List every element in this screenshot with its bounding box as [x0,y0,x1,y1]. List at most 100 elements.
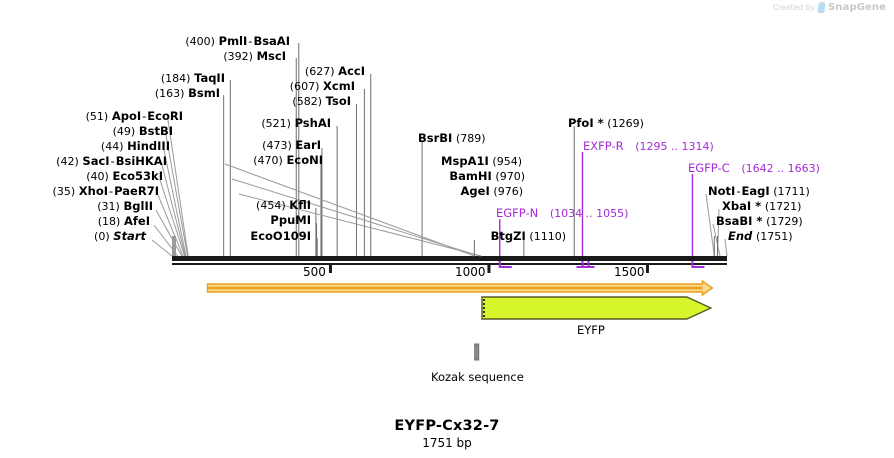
primer-label-exfp-r[interactable]: EXFP-R (1295 .. 1314) [583,140,714,153]
enzyme-name: TsoI [325,94,351,108]
site-label-607[interactable]: (607) XcmI [170,80,355,93]
site-label-970[interactable]: BamHI (970) [360,170,525,183]
site-position: (470) [253,154,283,167]
enzyme-name: BsaAI [253,34,290,48]
enzyme-name: SacI [82,154,110,168]
primer-name: EGFP-N [496,206,539,220]
site-label-49[interactable]: (49) BstBI [0,125,173,138]
snapgene-watermark: Created by SnapGene [773,2,886,13]
site-position: (521) [261,117,291,130]
leader-line-35 [157,194,184,257]
enzyme-name: HindIII [127,139,170,153]
leader-line-42 [161,164,186,257]
site-label-31[interactable]: (31) BglII [0,200,153,213]
ruler-tick-1000 [487,265,491,273]
enzyme-name: TaqII [194,71,225,85]
feature-marker-kozak[interactable] [474,343,480,361]
enzyme-name: Start [113,229,146,243]
site-label-1269[interactable]: PfoI * (1269) [568,117,644,130]
site-label-1711[interactable]: NotI-EagI (1711) [708,184,810,198]
site-label-789[interactable]: BsrBI (789) [418,132,486,145]
primer-range: (1295 .. 1314) [635,140,714,153]
site-position: (954) [492,155,522,168]
primer-bracket-EGFP-N[interactable] [498,261,512,268]
enzyme-name: BsrBI [418,131,453,145]
primer-bracket-EGFP-C[interactable] [691,261,705,268]
feature-label-eyfp[interactable]: EYFP [577,323,605,337]
leader-line-970 [231,178,480,257]
leader-line-0 [151,239,173,257]
enzyme-name: Eco53kI [112,169,163,183]
enzyme-name: EcoRI [147,109,183,123]
enzyme-name: XcmI [323,79,355,93]
enzyme-name: End [728,229,753,243]
site-label-184[interactable]: (184) TaqII [40,72,225,85]
enzyme-name: XhoI [78,184,109,198]
leader-line-1751 [724,238,728,257]
site-label-ecoo109i[interactable]: EcoO109I [140,230,311,242]
site-label-start[interactable]: (0) Start [0,230,146,243]
watermark-created-by-label: Created by [772,3,816,12]
site-label-627[interactable]: (627) AccI [180,65,365,78]
site-position: (454) [256,199,286,212]
site-position: (582) [292,95,322,108]
site-label-end[interactable]: End (1751) [728,230,793,243]
enzyme-name: BsaBI * [716,214,763,228]
site-position: (627) [304,65,335,78]
enzyme-name: NotI [708,184,736,198]
primer-range: (1642 .. 1663) [741,162,820,175]
enzyme-name: BstBI [138,124,173,138]
leader-line-49 [165,134,189,257]
primer-bracket-exfp-r-tail[interactable] [576,261,590,268]
plasmid-length-label: 1751 bp [422,436,472,450]
enzyme-name: MscI [256,49,286,63]
ruler-tick-500 [328,265,332,273]
site-label-954[interactable]: MspA1I (954) [360,155,522,168]
feature-label-kozak[interactable]: Kozak sequence [431,370,524,384]
enzyme-name: AfeI [124,214,150,228]
site-label-473[interactable]: (473) EarI [140,139,321,152]
site-position: (392) [223,50,253,63]
enzyme-name: AccI [338,64,365,78]
site-label-163[interactable]: (163) BsmI [40,87,220,100]
site-label-42[interactable]: (42) SacI-BsiHKAI [56,154,167,168]
site-label-1110[interactable]: BtgZI (1110) [400,230,566,243]
enzyme-name: AgeI [460,184,490,198]
enzyme-name: BsiHKAI [115,154,167,168]
site-label-392[interactable]: (392) MscI [60,50,286,63]
site-label-582[interactable]: (582) TsoI [170,95,351,108]
site-position: (40) [86,170,109,183]
site-label-35[interactable]: (35) XhoI-PaeR7I [52,184,159,198]
site-label-470[interactable]: (470) EcoNI [140,154,323,167]
ruler-tick-label-1000: 1000 [455,265,486,279]
site-label-40[interactable]: (40) Eco53kI [0,170,163,183]
ruler-tick-1500 [645,265,649,273]
watermark-brand-label: SnapGene [828,2,886,13]
site-label-51[interactable]: (51) ApoI-EcoRI [85,109,183,123]
enzyme-name: BamHI [449,169,492,183]
enzyme-name: EagI [741,184,770,198]
enzyme-name: EcoO109I [250,229,311,243]
ruler-tick-label-500: 500 [303,265,326,279]
site-label-ppumi[interactable]: PpuMI [140,214,311,226]
site-label-521[interactable]: (521) PshAI [150,117,331,130]
primer-label-egfp-n[interactable]: EGFP-N (1034 .. 1055) [496,207,628,220]
site-label-1721[interactable]: XbaI * (1721) [722,200,801,213]
site-position: (18) [97,215,121,228]
primer-label-egfp-c[interactable]: EGFP-C (1642 .. 1663) [688,162,820,175]
primer-name: EXFP-R [583,139,624,153]
enzyme-name: BtgZI [490,229,526,243]
site-label-1729[interactable]: BsaBI * (1729) [716,215,803,228]
site-label-454[interactable]: (454) KflI [140,199,311,212]
feature-arrow-eyfp[interactable] [481,296,713,320]
site-label-400[interactable]: (400) PmlI-BsaAI [185,34,290,48]
enzyme-name: EarI [295,138,321,152]
primer-name: EGFP-C [688,161,730,175]
enzyme-name: PmlI [218,34,248,48]
site-label-976[interactable]: AgeI (976) [360,185,523,198]
site-label-18[interactable]: (18) AfeI [0,215,150,228]
site-label-44[interactable]: (44) HindIII [0,140,170,153]
enzyme-name: PfoI * [568,116,604,130]
